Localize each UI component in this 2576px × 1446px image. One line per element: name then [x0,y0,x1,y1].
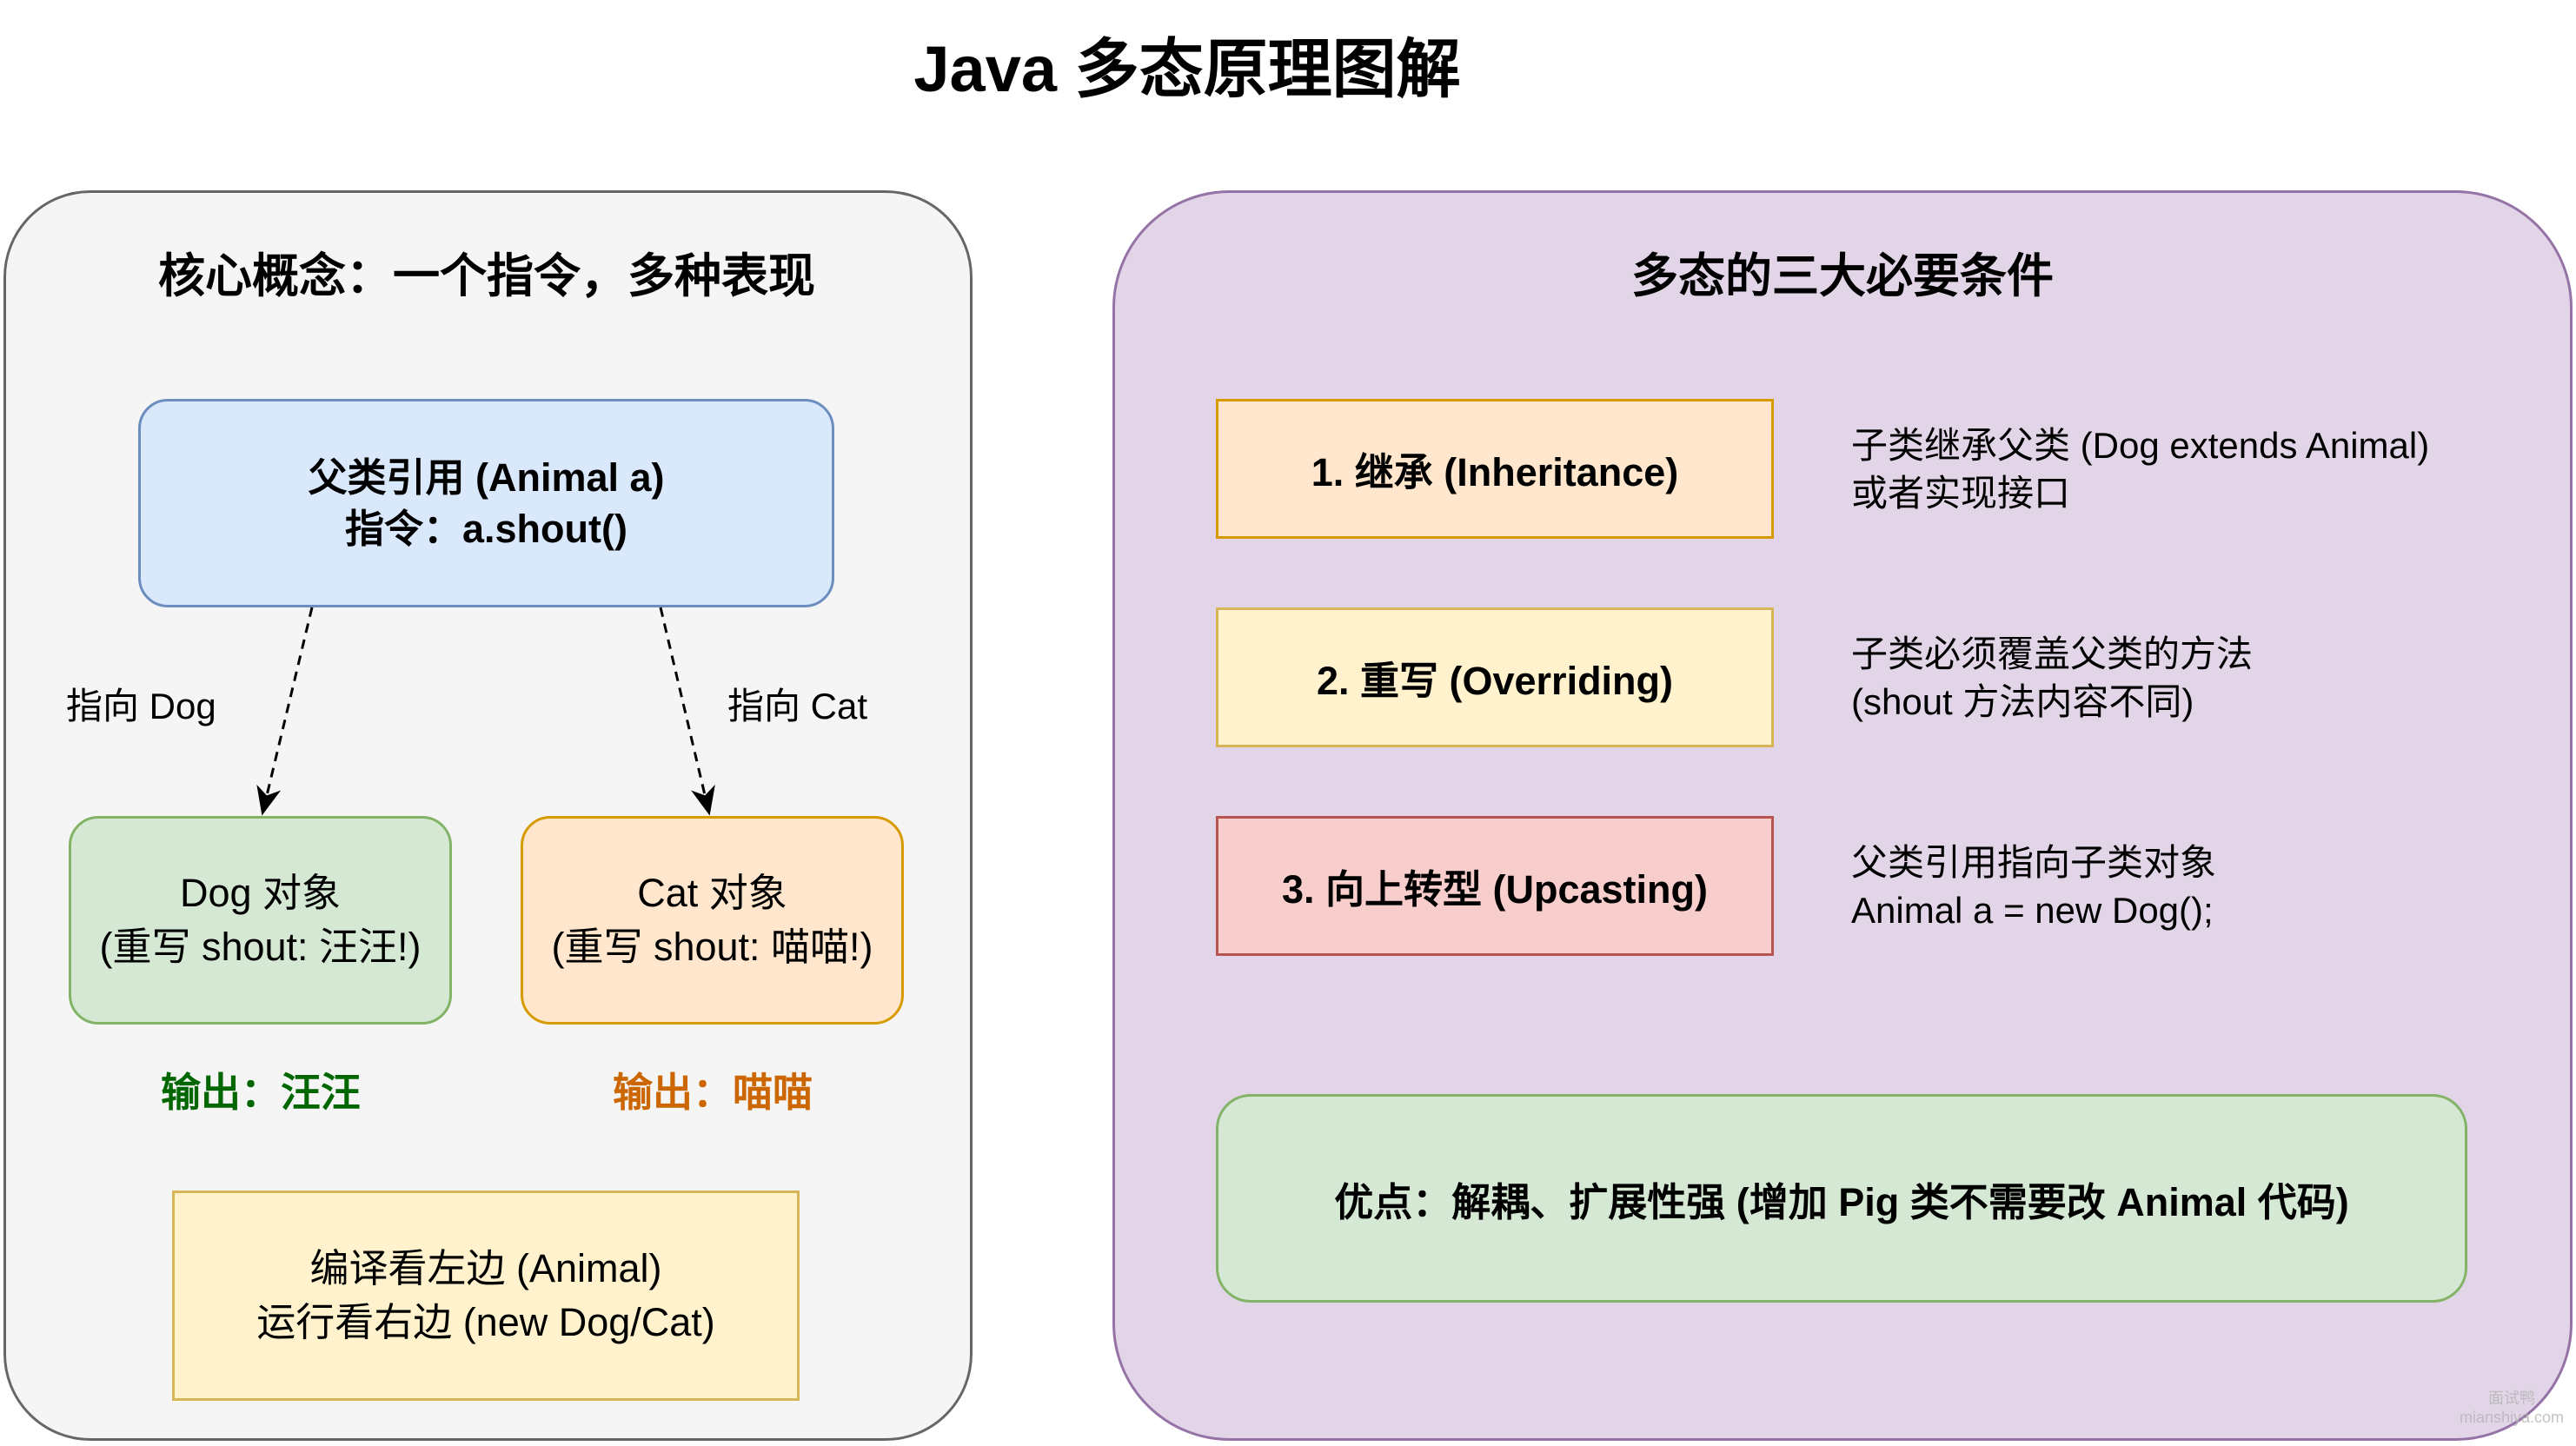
inheritance-condition-box: 1. 继承 (Inheritance) [1216,399,1774,539]
core-concept-title: 核心概念：一个指令，多种表现 [158,250,815,302]
cat-output-label: 输出：喵喵 [613,1070,813,1115]
inheritance-condition-label: 1. 继承 (Inheritance) [1311,450,1679,494]
compile-run-rule-box: 编译看左边 (Animal) 运行看右边 (new Dog/Cat) [172,1191,800,1401]
compile-rule-label: 编译看左边 (Animal) [309,1246,662,1290]
advantage-label: 优点：解耦、扩展性强 (增加 Pig 类不需要改 Animal 代码) [1334,1179,2349,1224]
upcasting-description: 父类引用指向子类对象 Animal a = new Dog(); [1851,839,2216,934]
cat-object-label: Cat 对象 [637,871,787,915]
parent-reference-box: 父类引用 (Animal a) 指令：a.shout() [138,399,834,607]
dog-output-label: 输出：汪汪 [161,1070,361,1115]
dog-override-label: (重写 shout: 汪汪!) [99,925,422,969]
overriding-condition-label: 2. 重写 (Overriding) [1316,659,1674,703]
overriding-condition-box: 2. 重写 (Overriding) [1216,607,1774,747]
watermark: 面试鸭 mianshiya.com [2454,1389,2569,1427]
points-to-dog-label: 指向 Dog [66,686,216,726]
overriding-description-line1: 子类必须覆盖父类的方法 [1851,633,2254,674]
upcasting-description-line2: Animal a = new Dog(); [1851,890,2214,931]
overriding-description-line2: (shout 方法内容不同) [1851,681,2194,722]
watermark-domain: mianshiya.com [2459,1409,2565,1426]
upcasting-condition-label: 3. 向上转型 (Upcasting) [1281,867,1709,912]
diagram-title: Java 多态原理图解 [913,33,1461,105]
dog-object-label: Dog 对象 [179,871,342,915]
cat-override-label: (重写 shout: 喵喵!) [551,925,873,969]
shout-instruction-label: 指令：a.shout() [345,507,627,551]
upcasting-condition-box: 3. 向上转型 (Upcasting) [1216,816,1774,956]
inheritance-description: 子类继承父类 (Dog extends Animal) 或者实现接口 [1851,421,2429,517]
cat-object-box: Cat 对象 (重写 shout: 喵喵!) [521,816,904,1025]
parent-reference-label: 父类引用 (Animal a) [308,455,665,500]
points-to-cat-label: 指向 Cat [727,686,868,726]
advantage-box: 优点：解耦、扩展性强 (增加 Pig 类不需要改 Animal 代码) [1216,1094,2467,1303]
watermark-brand: 面试鸭 [2488,1390,2535,1407]
inheritance-description-line1: 子类继承父类 (Dog extends Animal) [1851,425,2430,466]
overriding-description: 子类必须覆盖父类的方法 (shout 方法内容不同) [1851,630,2253,726]
run-rule-label: 运行看右边 (new Dog/Cat) [256,1300,715,1344]
conditions-title: 多态的三大必要条件 [1631,250,2054,302]
upcasting-description-line1: 父类引用指向子类对象 [1851,842,2217,883]
inheritance-description-line2: 或者实现接口 [1851,473,2071,514]
dog-object-box: Dog 对象 (重写 shout: 汪汪!) [69,816,452,1025]
